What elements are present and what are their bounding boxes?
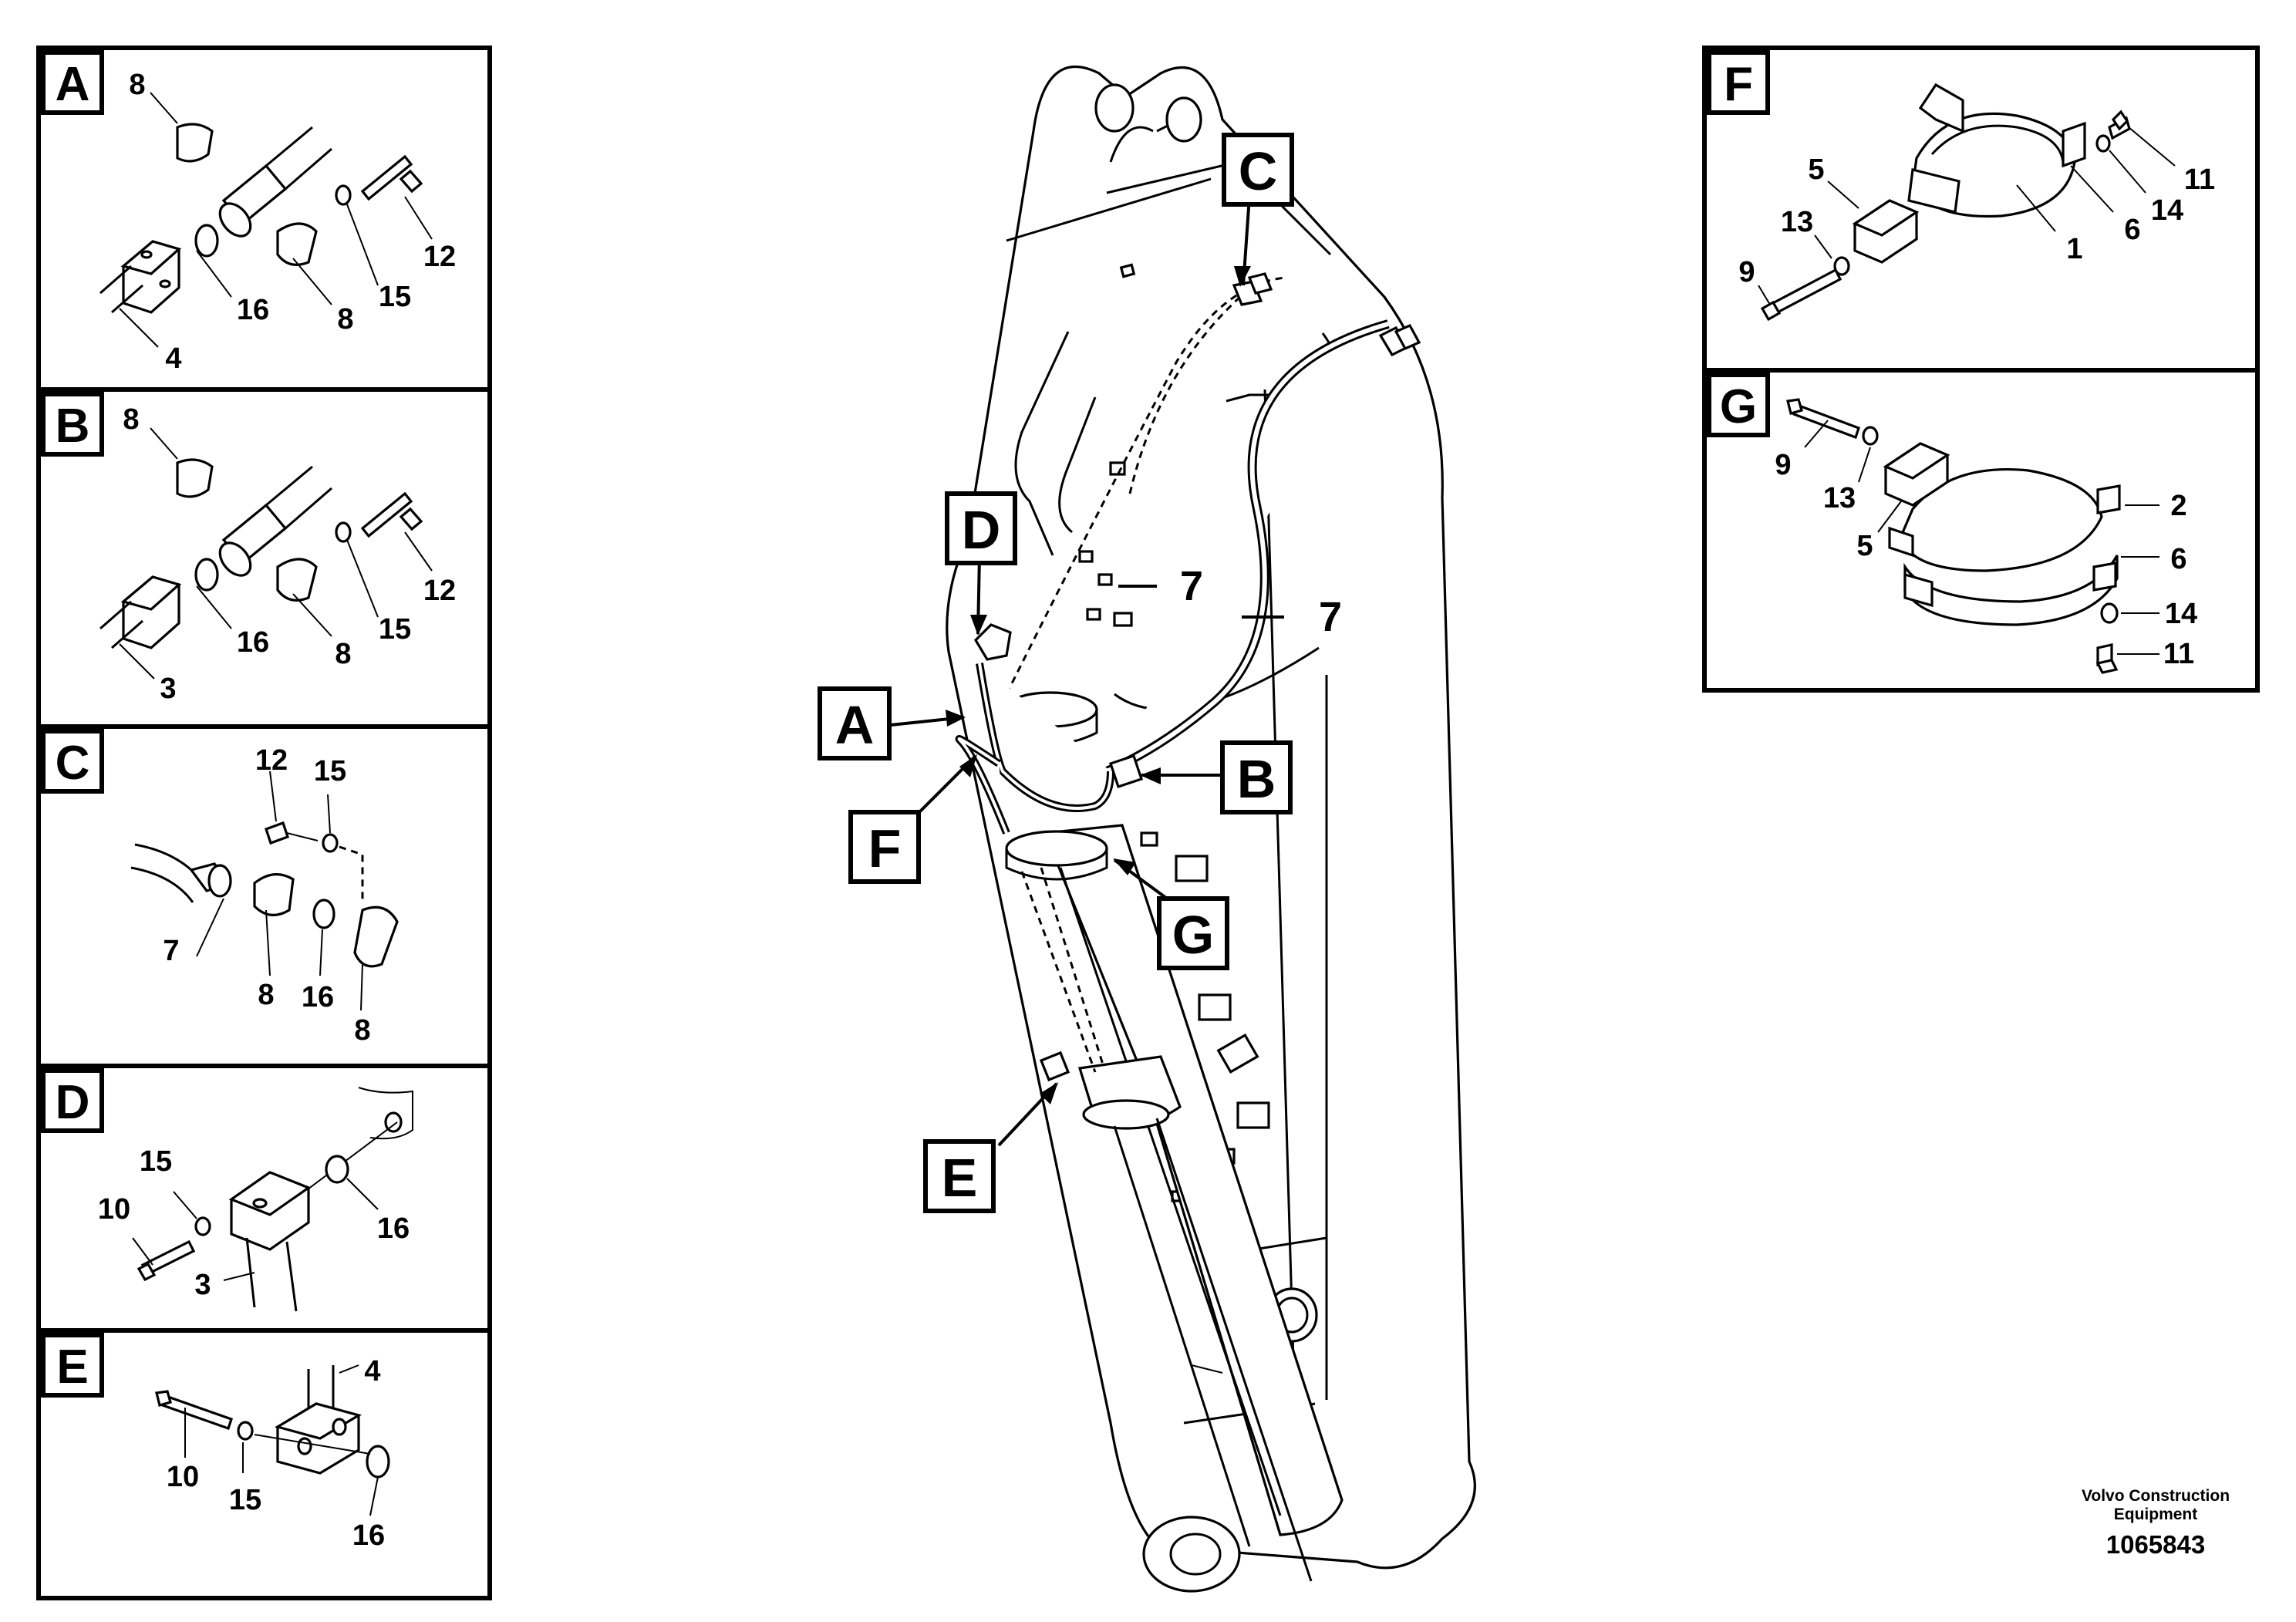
detail-panel-d: D 15 10 3 16: [41, 1068, 413, 1312]
part-label: 15: [314, 755, 346, 787]
panel-letter: A: [56, 58, 90, 111]
svg-text:A: A: [835, 695, 875, 755]
part-label: 1: [2066, 233, 2082, 265]
detail-panel-f: F 5 13 9 1 6 14 11: [1707, 50, 2215, 322]
part-label: 2: [2170, 490, 2186, 522]
company-name-line2: Equipment: [2113, 1506, 2198, 1523]
part-label: 15: [379, 281, 411, 313]
panel-letter: F: [1724, 58, 1753, 111]
hose-label-right: 7: [1319, 594, 1342, 640]
callout-a: A: [818, 686, 892, 760]
part-label: 3: [194, 1269, 211, 1301]
part-label: 15: [229, 1484, 261, 1516]
panel-letter: B: [56, 400, 90, 453]
part-label: 15: [379, 613, 411, 646]
part-label: 12: [423, 575, 456, 607]
boom-assembly: [946, 65, 1476, 1593]
part-label: 16: [352, 1519, 385, 1552]
part-label: 4: [165, 342, 181, 375]
part-label: 8: [354, 1014, 370, 1047]
svg-text:F: F: [868, 818, 902, 878]
part-label: 14: [2151, 194, 2183, 227]
detail-panel-e: E 4 10 15 16: [41, 1333, 390, 1552]
part-label: 9: [1738, 256, 1755, 288]
callout-f: F: [848, 810, 921, 884]
footer-credit: Volvo Construction Equipment 1065843: [2036, 1487, 2275, 1560]
part-label: 6: [2124, 214, 2140, 246]
callout-e: E: [923, 1139, 996, 1213]
detail-panel-g: G 9 13 5 2 6 14 11: [1707, 373, 2197, 674]
part-label: 3: [160, 673, 176, 705]
panel-letter: E: [56, 1340, 88, 1394]
drawing-number: 1065843: [2106, 1530, 2206, 1559]
callout-c: C: [1222, 133, 1294, 207]
part-label: 8: [123, 403, 139, 436]
callout-b: B: [1220, 740, 1293, 814]
part-label: 4: [364, 1355, 380, 1388]
part-label: 10: [98, 1193, 130, 1226]
part-label: 10: [167, 1461, 199, 1493]
callout-g: G: [1157, 896, 1229, 970]
part-label: 16: [237, 294, 269, 326]
callout-d: D: [945, 491, 1017, 565]
part-label: 7: [163, 935, 179, 967]
part-label: 5: [1808, 153, 1824, 186]
detail-panel-b: B 8 16 8 3 15 12: [41, 392, 456, 705]
part-label: 16: [237, 626, 269, 659]
part-label: 8: [129, 69, 145, 101]
part-label: 16: [377, 1212, 410, 1245]
part-label: 6: [2170, 543, 2186, 575]
hose-label-left: 7: [1180, 563, 1203, 609]
panel-letter: D: [56, 1076, 90, 1129]
part-label: 8: [258, 979, 274, 1011]
svg-text:C: C: [1239, 141, 1278, 201]
detail-panel-a: A 8 16 8 4 15 12: [41, 50, 456, 375]
part-label: 13: [1781, 206, 1813, 238]
part-label: 11: [2184, 164, 2215, 196]
company-name-line1: Volvo Construction: [2081, 1487, 2230, 1505]
part-label: 14: [2165, 598, 2197, 630]
part-label: 13: [1823, 482, 1856, 514]
panel-letter: C: [56, 737, 90, 790]
part-label: 9: [1775, 449, 1791, 481]
part-label: 12: [423, 241, 456, 273]
part-label: 15: [140, 1145, 172, 1178]
svg-text:D: D: [962, 500, 1001, 560]
part-label: 12: [255, 744, 288, 777]
svg-text:E: E: [942, 1148, 978, 1208]
svg-text:G: G: [1172, 905, 1214, 965]
part-label: 8: [335, 638, 351, 670]
detail-panel-c: C 12 15 7 8 16 8: [41, 729, 399, 1047]
panel-letter: G: [1720, 380, 1757, 433]
part-label: 5: [1856, 530, 1873, 562]
part-label: 16: [302, 981, 334, 1013]
left-detail-column-frame: [36, 46, 492, 1600]
part-label: 11: [2163, 638, 2194, 670]
part-label: 8: [337, 303, 353, 336]
svg-text:B: B: [1237, 749, 1276, 809]
